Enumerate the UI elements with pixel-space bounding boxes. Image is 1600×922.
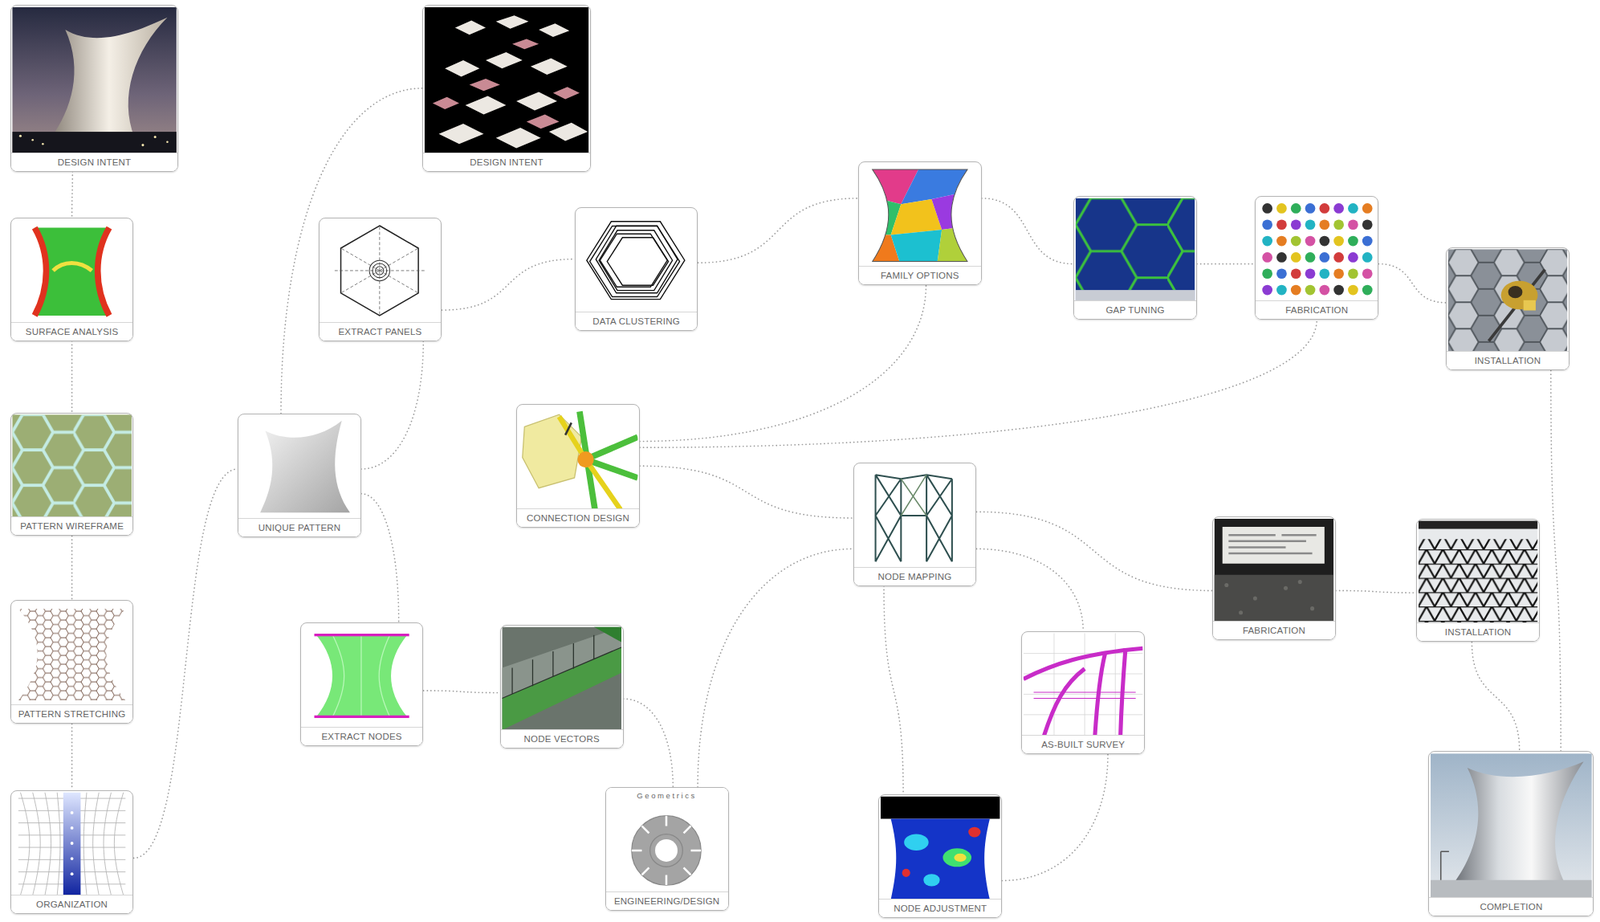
process-card: FABRICATION xyxy=(1254,195,1379,320)
dotted-connector xyxy=(639,319,1317,448)
step-caption: NODE VECTORS xyxy=(500,728,623,748)
install-photo xyxy=(1448,248,1568,352)
process-card: NODE MAPPING xyxy=(853,462,978,587)
dotted-connector xyxy=(883,586,904,794)
survey-thumbnail xyxy=(1023,632,1144,736)
step-caption: PATTERN WIREFRAME xyxy=(11,516,134,535)
step-caption: FABRICATION xyxy=(1213,620,1336,640)
swatch-thumbnail xyxy=(1257,198,1377,302)
dotted-connector xyxy=(1335,590,1417,593)
step-caption: INSTALLATION xyxy=(1416,622,1539,641)
step-caption: INSTALLATION xyxy=(1446,350,1569,370)
step-caption: SURFACE ANALYSIS xyxy=(11,321,134,341)
process-card: EXTRACT NODES xyxy=(300,622,424,746)
process-card: PATTERN STRETCHING xyxy=(10,599,135,724)
dotted-connector xyxy=(1471,642,1519,752)
dotted-connector xyxy=(697,548,854,787)
process-card: ORGANIZATION xyxy=(10,789,135,914)
dotted-connector xyxy=(1001,753,1108,880)
grid-thumbnail xyxy=(12,791,132,895)
process-card: NODE VECTORS xyxy=(500,624,624,749)
nodes-thumbnail xyxy=(301,624,422,728)
process-card: COMPLETION xyxy=(1428,750,1594,917)
dotted-connector xyxy=(1378,264,1446,303)
dotted-connector xyxy=(1196,263,1256,265)
process-card: DATA CLUSTERING xyxy=(574,207,699,331)
step-caption: UNIQUE PATTERN xyxy=(238,517,361,537)
dotted-connector xyxy=(639,465,854,518)
step-caption: NODE MAPPING xyxy=(854,566,977,586)
dotted-connector xyxy=(1551,370,1561,751)
vector-thumbnail xyxy=(501,626,622,730)
dotted-connector xyxy=(976,548,1083,631)
family-thumbnail xyxy=(859,162,980,266)
dotted-connector xyxy=(361,493,399,623)
step-caption: FABRICATION xyxy=(1255,300,1378,319)
gap-thumbnail xyxy=(1075,198,1196,302)
dotted-connector xyxy=(280,88,423,414)
process-card: FABRICATION xyxy=(1212,516,1336,640)
panel-thumbnail xyxy=(320,219,440,322)
step-caption: ORGANIZATION xyxy=(11,894,134,913)
completion-photo xyxy=(1430,753,1592,898)
dotted-connector xyxy=(71,171,74,218)
step-caption: COMPLETION xyxy=(1429,896,1593,916)
logo-text: Geometrics xyxy=(606,787,729,801)
frame-thumbnail xyxy=(854,464,975,567)
dotted-connector xyxy=(71,341,74,413)
step-caption: EXTRACT NODES xyxy=(301,726,424,746)
process-card: DESIGN INTENT xyxy=(422,4,591,171)
heatmap-thumbnail xyxy=(880,796,1001,900)
analysis-thumbnail xyxy=(12,219,132,322)
process-card: GAP TUNING xyxy=(1073,195,1197,320)
connection-thumbnail xyxy=(518,406,639,509)
dotted-connector xyxy=(71,535,74,600)
dotted-connector xyxy=(441,259,575,311)
process-card: CONNECTION DESIGN xyxy=(516,403,640,528)
step-caption: GAP TUNING xyxy=(1074,300,1197,319)
process-card: DESIGN INTENT xyxy=(10,4,180,171)
surface-thumbnail xyxy=(240,415,360,518)
step-caption: CONNECTION DESIGN xyxy=(517,508,640,527)
process-card: GeometricsENGINEERING/DESIGN xyxy=(605,786,729,911)
process-card: AS-BUILT SURVEY xyxy=(1021,631,1145,755)
step-caption: EXTRACT PANELS xyxy=(319,321,442,341)
process-card: FAMILY OPTIONS xyxy=(858,161,982,285)
step-caption: DATA CLUSTERING xyxy=(575,311,698,330)
wireframe-thumbnail xyxy=(12,414,132,518)
process-card: SURFACE ANALYSIS xyxy=(10,217,135,342)
step-caption: NODE ADJUSTMENT xyxy=(879,898,1002,917)
mesh-thumbnail xyxy=(12,602,132,705)
step-caption: ENGINEERING/DESIGN xyxy=(606,891,729,910)
process-card: UNIQUE PATTERN xyxy=(237,413,362,538)
dotted-connector xyxy=(981,198,1074,265)
dotted-connector xyxy=(976,511,1213,591)
fabrication-photo xyxy=(1214,518,1335,622)
step-caption: FAMILY OPTIONS xyxy=(859,265,982,285)
blade-thumbnail xyxy=(606,789,727,892)
dotted-connector xyxy=(639,284,927,442)
dotted-connector xyxy=(697,198,859,263)
cluster-thumbnail xyxy=(576,209,697,313)
step-caption: DESIGN INTENT xyxy=(423,152,591,171)
step-caption: PATTERN STRETCHING xyxy=(11,704,134,723)
process-card: INSTALLATION xyxy=(1445,247,1570,371)
dotted-connector xyxy=(134,468,239,858)
dotted-connector xyxy=(423,690,501,693)
process-card: INSTALLATION xyxy=(1416,518,1540,643)
dotted-connector xyxy=(361,341,424,470)
process-card: PATTERN WIREFRAME xyxy=(10,412,135,537)
lattice-photo xyxy=(1418,520,1539,623)
model-thumbnail xyxy=(424,7,590,154)
process-card: EXTRACT PANELS xyxy=(318,217,443,342)
process-card: NODE ADJUSTMENT xyxy=(878,793,1002,918)
render-thumbnail xyxy=(12,7,177,154)
step-caption: DESIGN INTENT xyxy=(11,152,179,171)
dotted-connector xyxy=(71,723,74,790)
step-caption: AS-BUILT SURVEY xyxy=(1021,734,1145,754)
dotted-connector xyxy=(623,698,674,787)
